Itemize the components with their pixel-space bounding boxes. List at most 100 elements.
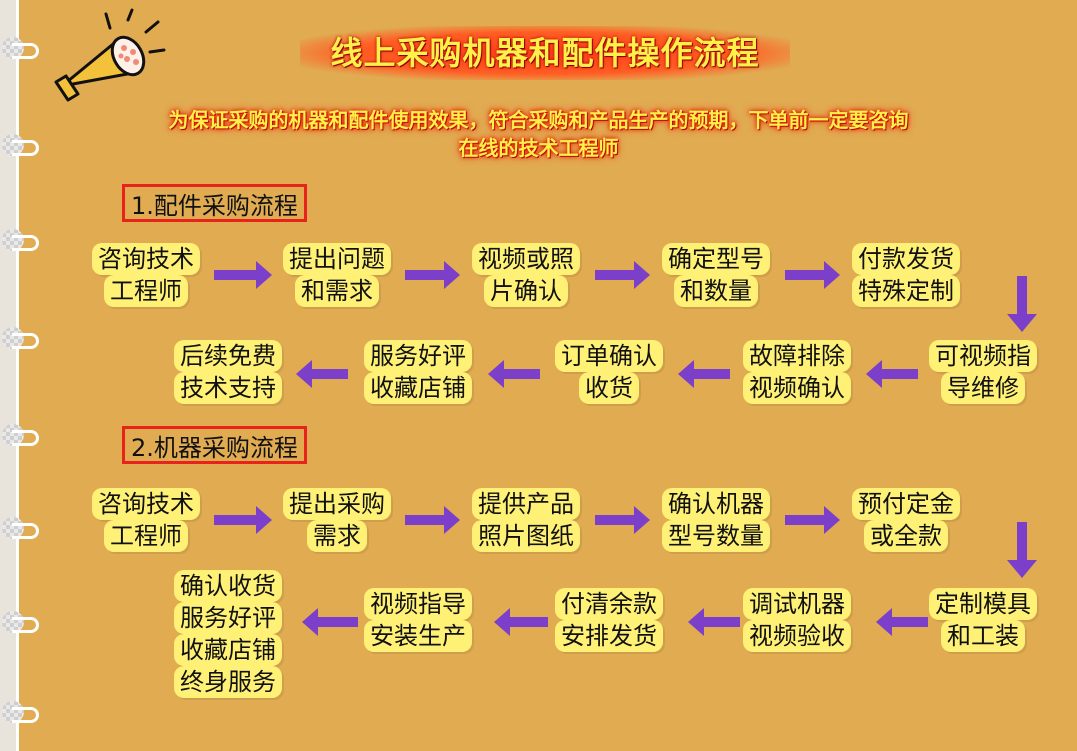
step-text-line: 导维修 bbox=[941, 372, 1025, 404]
arrow-right-icon bbox=[595, 506, 650, 534]
parts-row2-step-2: 故障排除视频确认 bbox=[702, 340, 892, 404]
step-text-line: 视频验收 bbox=[743, 620, 851, 652]
machines-row1-step-1: 咨询技术工程师 bbox=[51, 488, 241, 552]
machines-row1-step-3: 提供产品照片图纸 bbox=[431, 488, 621, 552]
parts-row2-step-3: 订单确认收货 bbox=[514, 340, 704, 404]
step-text-line: 确认收货 bbox=[174, 570, 282, 602]
arrow-down-icon bbox=[1007, 522, 1037, 578]
step-text-line: 调试机器 bbox=[743, 588, 851, 620]
machines-row1-step-4: 确认机器型号数量 bbox=[621, 488, 811, 552]
ring-wire bbox=[12, 235, 39, 251]
machines-row1-step-5: 预付定金或全款 bbox=[811, 488, 1001, 552]
ring-wire bbox=[12, 333, 39, 349]
step-text-line: 付款发货 bbox=[852, 243, 960, 275]
step-text-line: 视频确认 bbox=[743, 372, 851, 404]
machines-row2-step-1: 定制模具和工装 bbox=[888, 588, 1077, 652]
notice-line-1: 为保证采购的机器和配件使用效果，符合采购和产品生产的预期，下单前一定要咨询 bbox=[168, 108, 909, 132]
step-text-line: 安排发货 bbox=[555, 620, 663, 652]
step-text-line: 视频指导 bbox=[364, 588, 472, 620]
step-text-line: 和需求 bbox=[295, 275, 379, 307]
section-label-machines: 2.机器采购流程 bbox=[122, 426, 307, 464]
binding-ring bbox=[2, 327, 40, 349]
step-text-line: 片确认 bbox=[484, 275, 568, 307]
parts-row1-step-3: 视频或照片确认 bbox=[431, 243, 621, 307]
ring-wire bbox=[12, 430, 39, 446]
step-text-line: 定制模具 bbox=[929, 588, 1037, 620]
step-text-line: 收藏店铺 bbox=[364, 372, 472, 404]
step-text-line: 和数量 bbox=[674, 275, 758, 307]
step-text-line: 预付定金 bbox=[852, 488, 960, 520]
binding-ring bbox=[2, 134, 40, 156]
step-text-line: 确定型号 bbox=[662, 243, 770, 275]
step-text-line: 终身服务 bbox=[174, 666, 282, 698]
parts-row2-step-4: 服务好评收藏店铺 bbox=[323, 340, 513, 404]
arrow-right-icon bbox=[214, 506, 272, 534]
arrow-left-icon bbox=[302, 608, 358, 636]
step-text-line: 安装生产 bbox=[364, 620, 472, 652]
machines-row2-step-4: 视频指导安装生产 bbox=[323, 588, 513, 652]
step-text-line: 工程师 bbox=[104, 520, 188, 552]
step-text-line: 需求 bbox=[307, 520, 367, 552]
arrow-right-icon bbox=[214, 261, 272, 289]
parts-row1-step-2: 提出问题和需求 bbox=[242, 243, 432, 307]
binding-ring bbox=[2, 229, 40, 251]
step-text-line: 照片图纸 bbox=[472, 520, 580, 552]
step-text-line: 订单确认 bbox=[555, 340, 663, 372]
step-text-line: 视频或照 bbox=[472, 243, 580, 275]
arrow-left-icon bbox=[296, 360, 348, 388]
machines-row2-step-2: 调试机器视频验收 bbox=[702, 588, 892, 652]
parts-row1-step-5: 付款发货特殊定制 bbox=[811, 243, 1001, 307]
notice-line-2: 在线的技术工程师 bbox=[458, 136, 619, 160]
arrow-left-icon bbox=[876, 608, 928, 636]
arrow-left-icon bbox=[488, 360, 540, 388]
arrow-left-icon bbox=[494, 608, 548, 636]
machines-row2-step-5: 确认收货服务好评收藏店铺终身服务 bbox=[133, 570, 323, 698]
binding-ring bbox=[2, 701, 40, 723]
step-text-line: 咨询技术 bbox=[92, 488, 200, 520]
arrow-right-icon bbox=[785, 261, 840, 289]
step-text-line: 服务好评 bbox=[364, 340, 472, 372]
step-text-line: 特殊定制 bbox=[852, 275, 960, 307]
step-text-line: 故障排除 bbox=[743, 340, 851, 372]
binding-ring bbox=[2, 37, 40, 59]
step-text-line: 服务好评 bbox=[174, 602, 282, 634]
parts-row2-step-5: 后续免费技术支持 bbox=[133, 340, 323, 404]
notebook-binding bbox=[0, 0, 18, 751]
megaphone-icon bbox=[54, 8, 166, 102]
step-text-line: 确认机器 bbox=[662, 488, 770, 520]
step-text-line: 可视频指 bbox=[929, 340, 1037, 372]
step-text-line: 提出问题 bbox=[283, 243, 391, 275]
ring-wire bbox=[12, 523, 39, 539]
arrow-left-icon bbox=[866, 360, 918, 388]
step-text-line: 收藏店铺 bbox=[174, 634, 282, 666]
step-text-line: 咨询技术 bbox=[92, 243, 200, 275]
binding-edge bbox=[16, 0, 19, 751]
binding-ring bbox=[2, 611, 40, 633]
arrow-left-icon bbox=[688, 608, 740, 636]
binding-ring bbox=[2, 517, 40, 539]
step-text-line: 提供产品 bbox=[472, 488, 580, 520]
parts-row2-step-1: 可视频指导维修 bbox=[888, 340, 1077, 404]
parts-row1-step-1: 咨询技术工程师 bbox=[51, 243, 241, 307]
machines-row1-step-2: 提出采购需求 bbox=[242, 488, 432, 552]
ring-wire bbox=[12, 617, 39, 633]
arrow-right-icon bbox=[405, 506, 460, 534]
machines-row2-step-3: 付清余款安排发货 bbox=[514, 588, 704, 652]
step-text-line: 收货 bbox=[579, 372, 639, 404]
arrow-left-icon bbox=[678, 360, 730, 388]
step-text-line: 工程师 bbox=[104, 275, 188, 307]
arrow-down-icon bbox=[1007, 276, 1037, 332]
section-label-parts: 1.配件采购流程 bbox=[122, 184, 307, 222]
parts-row1-step-4: 确定型号和数量 bbox=[621, 243, 811, 307]
step-text-line: 技术支持 bbox=[174, 372, 282, 404]
arrow-right-icon bbox=[595, 261, 650, 289]
ring-wire bbox=[12, 43, 39, 59]
arrow-right-icon bbox=[785, 506, 840, 534]
step-text-line: 付清余款 bbox=[555, 588, 663, 620]
ring-wire bbox=[12, 140, 39, 156]
binding-ring bbox=[2, 424, 40, 446]
ring-wire bbox=[12, 707, 39, 723]
step-text-line: 和工装 bbox=[941, 620, 1025, 652]
